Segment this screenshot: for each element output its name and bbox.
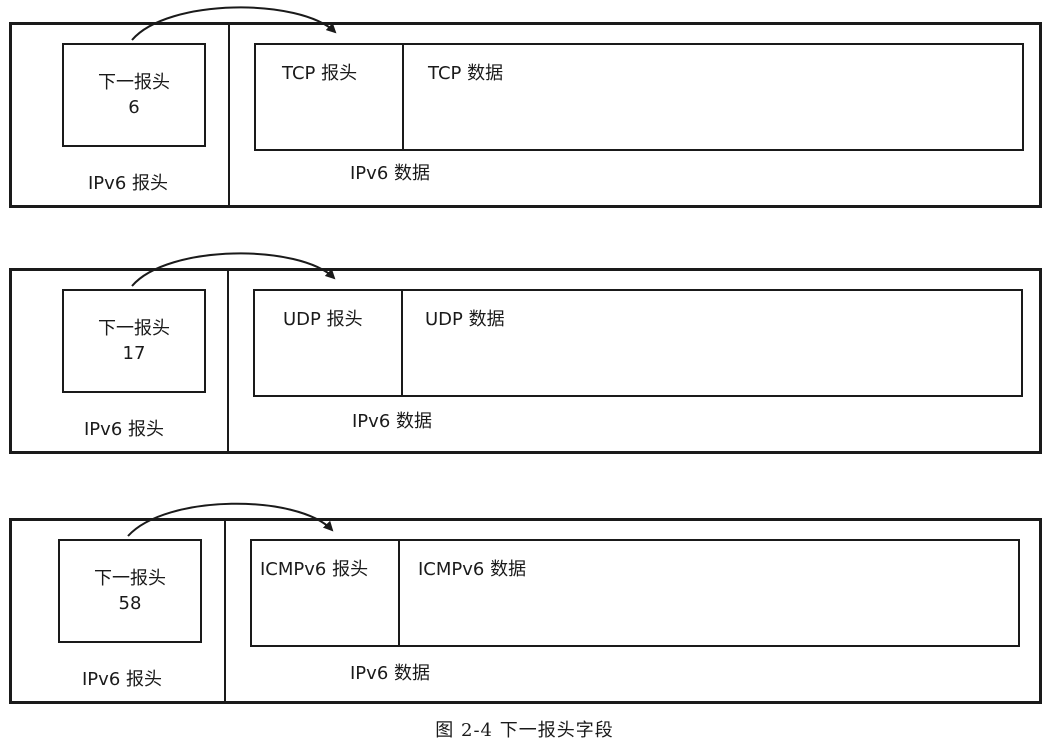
upper-header-divider xyxy=(402,45,404,149)
ipv6-data-label: IPv6 数据 xyxy=(352,411,432,432)
ipv6-data-label: IPv6 数据 xyxy=(350,663,430,684)
figure-caption: 图 2-4 下一报头字段 xyxy=(435,720,614,741)
next-header-label: 下一报头 xyxy=(98,72,170,93)
next-header-field: 下一报头 17 xyxy=(62,289,206,393)
next-header-field: 下一报头 6 xyxy=(62,43,206,147)
packet-diagram-udp: 下一报头 17 IPv6 报头 UDP 报头 UDP 数据 IPv6 数据 xyxy=(0,248,1049,483)
upper-data-label: ICMPv6 数据 xyxy=(418,559,527,580)
packet-diagram-icmpv6: 下一报头 58 IPv6 报头 ICMPv6 报头 ICMPv6 数据 IPv6… xyxy=(0,498,1049,733)
upper-header-label: UDP 报头 xyxy=(283,309,363,330)
header-data-divider xyxy=(227,271,229,451)
ipv6-packet-frame: 下一报头 58 IPv6 报头 ICMPv6 报头 ICMPv6 数据 IPv6… xyxy=(9,518,1042,704)
next-header-field: 下一报头 58 xyxy=(58,539,202,643)
next-header-value: 6 xyxy=(128,97,140,118)
ipv6-header-label: IPv6 报头 xyxy=(88,173,168,194)
next-header-label: 下一报头 xyxy=(98,318,170,339)
upper-header-divider xyxy=(398,541,400,645)
header-data-divider xyxy=(228,25,230,205)
upper-data-label: TCP 数据 xyxy=(428,63,504,84)
next-header-value: 17 xyxy=(122,343,146,364)
upper-header-label: TCP 报头 xyxy=(282,63,358,84)
ipv6-packet-frame: 下一报头 17 IPv6 报头 UDP 报头 UDP 数据 IPv6 数据 xyxy=(9,268,1042,454)
ipv6-header-label: IPv6 报头 xyxy=(84,419,164,440)
next-header-label: 下一报头 xyxy=(94,568,166,589)
next-header-value: 58 xyxy=(118,593,142,614)
packet-diagram-tcp: 下一报头 6 IPv6 报头 TCP 报头 TCP 数据 IPv6 数据 xyxy=(0,0,1049,235)
header-data-divider xyxy=(224,521,226,701)
ipv6-data-label: IPv6 数据 xyxy=(350,163,430,184)
upper-layer-packet: ICMPv6 报头 ICMPv6 数据 xyxy=(250,539,1020,647)
upper-header-label: ICMPv6 报头 xyxy=(260,559,369,580)
upper-header-divider xyxy=(401,291,403,395)
upper-layer-packet: UDP 报头 UDP 数据 xyxy=(253,289,1023,397)
ipv6-packet-frame: 下一报头 6 IPv6 报头 TCP 报头 TCP 数据 IPv6 数据 xyxy=(9,22,1042,208)
ipv6-header-label: IPv6 报头 xyxy=(82,669,162,690)
upper-data-label: UDP 数据 xyxy=(425,309,505,330)
upper-layer-packet: TCP 报头 TCP 数据 xyxy=(254,43,1024,151)
